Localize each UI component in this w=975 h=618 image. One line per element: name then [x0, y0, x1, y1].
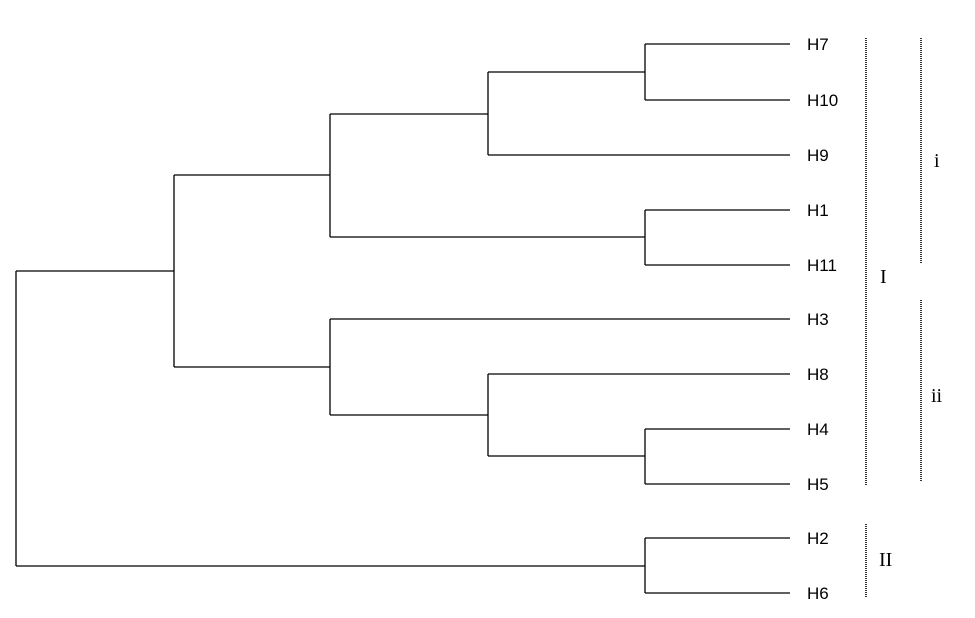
- leaf-label-h3: H3: [807, 310, 829, 329]
- leaf-label-h10: H10: [807, 91, 838, 110]
- tree-branches: [15, 43, 790, 594]
- leaf-label-h4: H4: [807, 420, 829, 439]
- leaf-labels: H7 H10 H9 H1 H11 H3 H8 H4 H5 H2 H6: [807, 35, 838, 603]
- cluster-label-ii: ii: [931, 385, 943, 407]
- cluster-brackets: I II i ii: [865, 38, 943, 598]
- cluster-label-I: I: [880, 266, 887, 288]
- cluster-label-i: i: [934, 150, 940, 172]
- leaf-label-h7: H7: [807, 35, 829, 54]
- leaf-label-h1: H1: [807, 201, 829, 220]
- leaf-label-h6: H6: [807, 584, 829, 603]
- leaf-label-h11: H11: [807, 256, 837, 275]
- leaf-label-h9: H9: [807, 146, 829, 165]
- leaf-label-h5: H5: [807, 475, 829, 494]
- cluster-label-II: II: [879, 549, 892, 571]
- leaf-label-h8: H8: [807, 365, 829, 384]
- leaf-label-h2: H2: [807, 529, 829, 548]
